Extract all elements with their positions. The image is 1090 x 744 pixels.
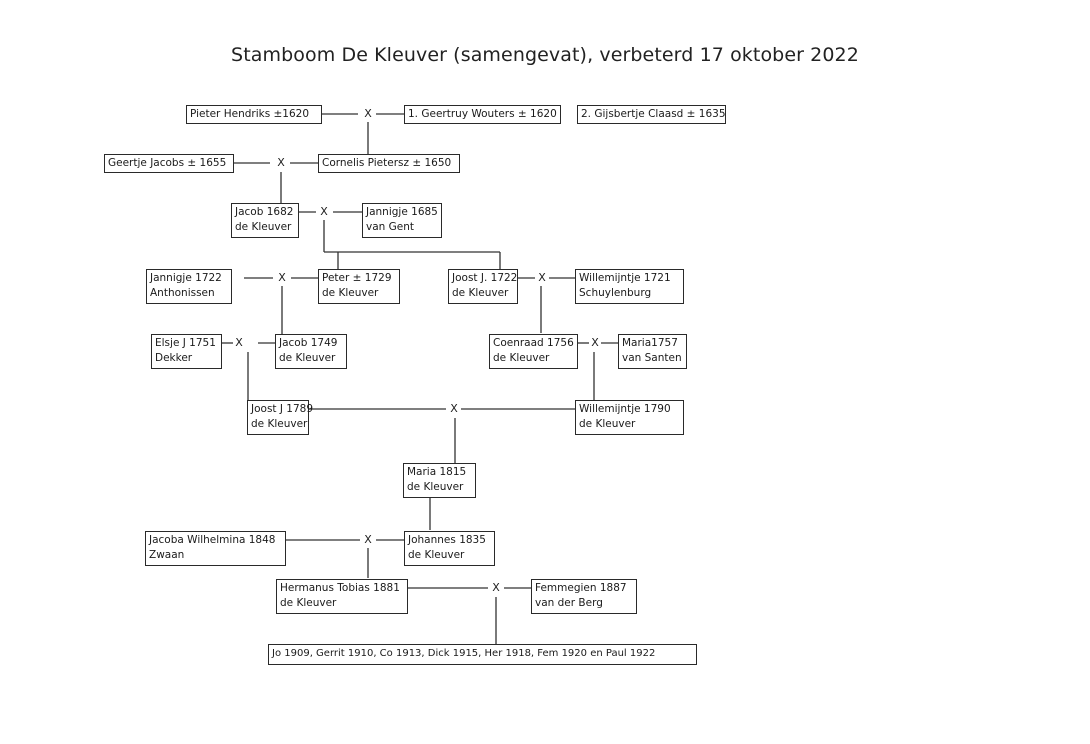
marriage-marker: X xyxy=(450,402,458,415)
marriage-marker: X xyxy=(320,205,328,218)
page-title: Stamboom De Kleuver (samengevat), verbet… xyxy=(231,44,859,66)
children-list: Jo 1909, Gerrit 1910, Co 1913, Dick 1915… xyxy=(268,644,697,665)
marriage-marker: X xyxy=(235,336,243,349)
marriage-marker: X xyxy=(364,107,372,120)
person-geertje-jacobs: Geertje Jacobs ± 1655 xyxy=(104,154,234,173)
marriage-marker: X xyxy=(364,533,372,546)
person-geertruy-wouters: 1. Geertruy Wouters ± 1620 xyxy=(404,105,561,124)
marriage-marker: X xyxy=(278,271,286,284)
person-gijsbertje-claasd: 2. Gijsbertje Claasd ± 1635 xyxy=(577,105,726,124)
marriage-marker: X xyxy=(277,156,285,169)
connector-lines xyxy=(222,113,618,644)
person-pieter-hendriks: Pieter Hendriks ±1620 xyxy=(186,105,322,124)
person-cornelis-pietersz: Cornelis Pietersz ± 1650 xyxy=(318,154,460,173)
marriage-marker: X xyxy=(591,336,599,349)
marriage-marker: X xyxy=(538,271,546,284)
family-tree: Stamboom De Kleuver (samengevat), verbet… xyxy=(104,44,859,665)
marriage-marker: X xyxy=(492,581,500,594)
